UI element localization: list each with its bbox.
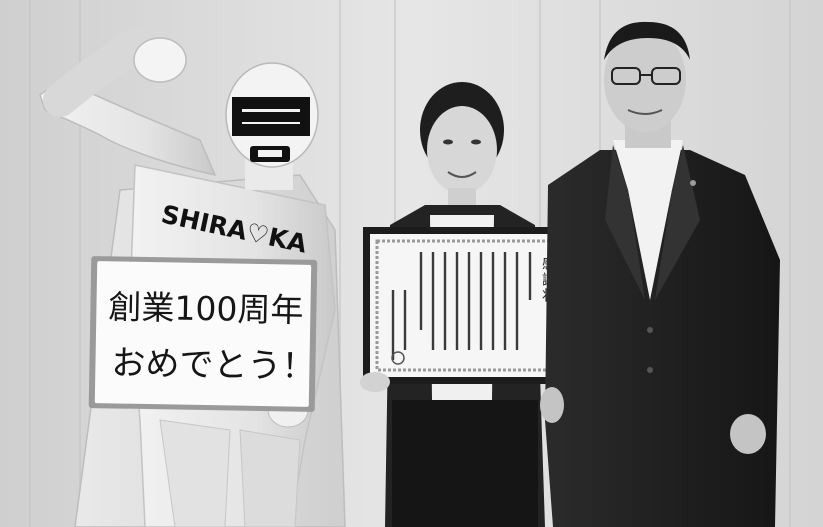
man-hand-right [730,414,766,454]
lapel-pin [690,180,696,186]
whiteboard: 創業100周年 おめでとう！ [88,256,318,412]
man-face [604,28,686,132]
raised-fist [133,37,187,83]
eyeglasses [611,67,681,85]
whiteboard-line2: おめでとう！ [111,343,316,387]
mask-mouth [250,146,290,162]
whiteboard-line1: 創業100周年 [108,287,304,329]
man-hand-left [540,387,564,423]
man-figure [540,21,780,527]
certificate-seal [391,351,405,365]
certificate-frame: 感謝状 [363,227,581,384]
woman-face [427,106,497,194]
mask-goggles [232,97,310,136]
woman-hand-left [360,372,390,392]
certificate-body-lines [391,252,532,360]
